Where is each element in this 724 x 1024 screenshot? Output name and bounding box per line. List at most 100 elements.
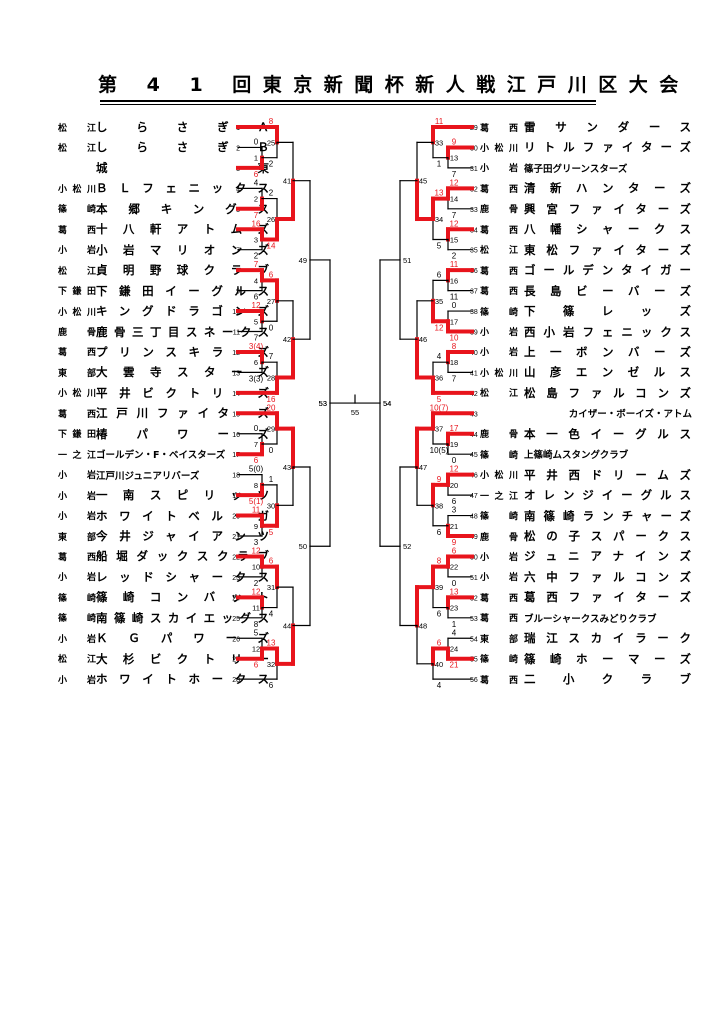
score-label: 6 [254,456,259,465]
team-area: 小 岩 [480,348,518,359]
page-title: 第 4 1 回東京新聞杯新人戦江戸川区大会 [98,74,690,96]
team-row: 篠 崎南篠崎スカイエッグス [58,609,270,627]
team-area: 一之江 [58,450,96,461]
match-number: 54 [383,399,391,408]
match-number: 10 [252,563,260,572]
score-label: 8 [269,117,274,126]
match-number: 30 [267,501,275,510]
team-area: 松 江 [58,123,96,134]
score-label: 6 [437,610,442,619]
team-row: 東 部大雲寺スターズ [58,363,270,381]
team-area: 東 部 [480,634,518,645]
score-label: 7 [452,374,457,383]
team-name: しらさぎＢ [96,140,270,155]
team-row: 篠 崎上篠崎ムスタングクラブ [480,445,692,463]
seed-number: 41 [470,370,478,377]
team-area: 篠 崎 [58,593,96,604]
team-row: 葛 西十八軒アトムズ [58,220,270,238]
match-number: 3 [254,235,258,244]
team-area: 小松川 [58,184,96,195]
team-name: 今井ジャイアンツ [96,529,270,543]
score-label: 2 [452,252,457,261]
score-label: 4 [437,681,442,690]
team-row: 東 部今井ジャイアンツ [58,527,270,545]
team-area: 葛 西 [480,225,518,236]
match-number: 32 [267,660,275,669]
match-number: 6 [254,358,258,367]
team-area: 松 江 [480,246,518,257]
team-name: ゴールデンタイガー [524,263,692,278]
match-number: 1 [254,154,258,163]
match-number: 24 [450,644,458,653]
team-name: 雷サンダース [524,120,692,134]
team-area: 松 江 [58,143,96,154]
match-number: 45 [419,177,427,186]
team-name: 長島ビーバーズ [524,283,692,298]
match-number: 37 [435,425,443,434]
match-number: 4 [254,276,258,285]
score-label: 5 [269,528,274,537]
team-area: 東 部 [58,368,96,379]
score-label: 6 [437,270,442,279]
team-area: 篠 崎 [58,614,96,625]
team-name: 篠子田グリーンスターズ [524,163,628,175]
team-name: 清新ハンターズ [524,181,692,196]
seed-number: 11 [233,330,240,337]
match-number: 23 [450,604,458,613]
seed-number: 25 [232,616,240,623]
team-row: 小 岩六中ファルコンズ [480,568,692,586]
team-name: オレンジイーグルス [524,488,692,503]
match-number: 12 [252,644,260,653]
team-row: 小松川山彦エンゼルス [480,363,692,381]
score-label: 6 [254,293,259,302]
match-number: 17 [450,317,458,326]
team-area: 小 岩 [58,471,96,482]
match-number: 36 [435,374,443,383]
match-number: 7 [254,440,258,449]
team-row: 小 岩ジュニアナインズ [480,547,692,565]
team-area: 鹿 骨 [480,205,518,216]
team-row: 葛 西二小クラブ [480,670,692,688]
score-label: 10(5) [430,446,449,455]
team-row: 鹿 骨興宮ファイターズ [480,200,692,218]
team-name: ホワイトベルーガ [96,508,270,523]
score-label: 9 [452,137,457,146]
team-name: ジュニアナインズ [524,549,692,564]
match-number: 21 [450,522,458,531]
team-row: 篠 崎篠崎コンバット [58,588,270,606]
score-label: 0 [269,323,274,332]
score-label: 9 [452,538,457,547]
match-number: 42 [283,335,291,344]
team-name: 葛西ファイターズ [524,590,692,605]
team-name: 十八軒アトムズ [96,222,270,237]
team-row: 松 江松島ファルコンズ [480,384,692,402]
team-name: 東松ファイターズ [524,242,692,257]
team-row: 小 岩一南スピリッツ [58,486,270,504]
score-label: 0 [254,424,259,433]
score-label: 10 [450,334,459,343]
team-area: 鹿 骨 [480,430,518,441]
team-name: 本一色イーグルス [524,426,692,441]
score-label: 6 [254,661,259,670]
team-name: ブルーシャークスみどりクラブ [524,613,657,625]
score-label: 8 [254,620,259,629]
team-row: 小松川平井西ドリームズ [480,466,692,484]
score-label: 6 [254,170,259,179]
team-row: 葛 西葛西ファイターズ [480,588,692,606]
team-area: 下鎌田 [58,287,96,298]
seed-number: 9 [236,289,240,296]
match-number: 50 [299,542,307,551]
team-area: 東 部 [58,532,96,543]
score-label: 0 [254,137,259,146]
team-area: 一之江 [480,491,518,502]
team-name: 南篠崎スカイエッグス [96,610,270,625]
team-row: 篠 崎本郷キングス [58,200,270,218]
match-number: 53 [319,399,327,408]
team-name: 興宮ファイターズ [524,201,692,216]
team-area: 小松川 [480,143,518,154]
seed-number: 28 [232,677,240,684]
match-number: 47 [419,463,427,472]
team-name: 下鎌田イーグルス [96,283,270,298]
match-number: 52 [403,542,411,551]
team-row: 小松川キングドラゴンズ [58,302,270,320]
